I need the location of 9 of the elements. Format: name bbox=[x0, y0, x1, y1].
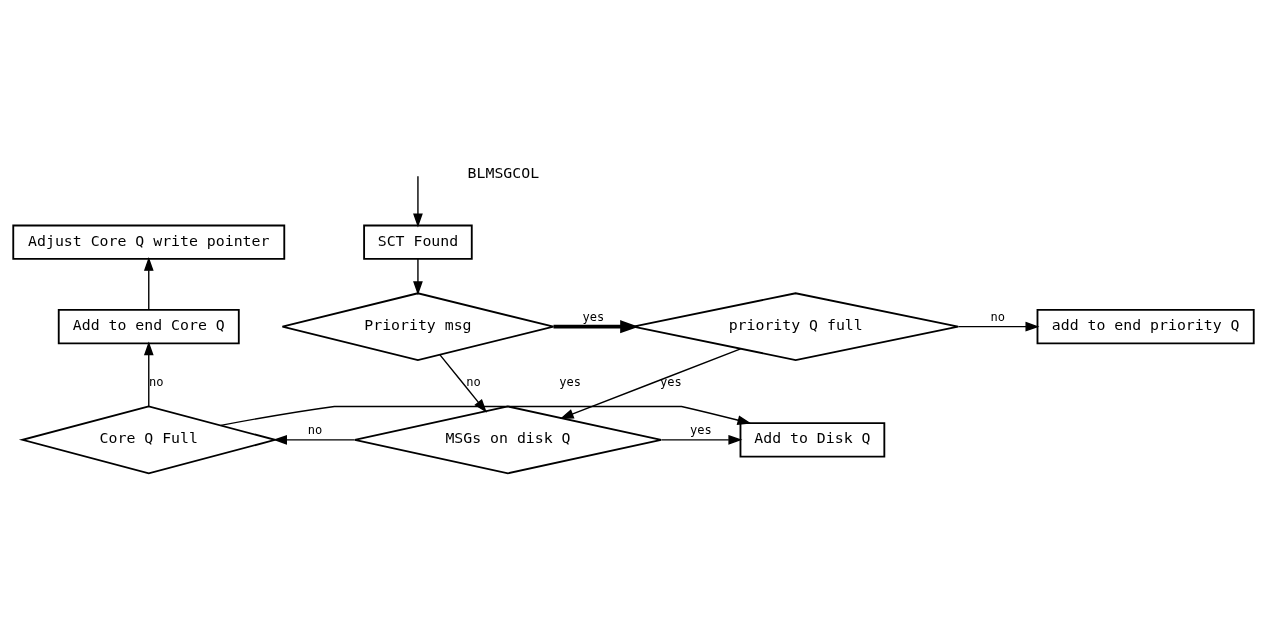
edge-label: yes bbox=[659, 374, 682, 389]
edge-label: no bbox=[307, 422, 323, 437]
edge-label: yes bbox=[689, 422, 712, 437]
edge-label: no bbox=[990, 309, 1006, 324]
edge-label: yes bbox=[559, 374, 582, 389]
edge-label: no bbox=[466, 374, 481, 389]
label: BLMSGCOL bbox=[467, 163, 540, 182]
edge-label: no bbox=[148, 374, 164, 389]
edge-label: yes bbox=[582, 309, 605, 324]
